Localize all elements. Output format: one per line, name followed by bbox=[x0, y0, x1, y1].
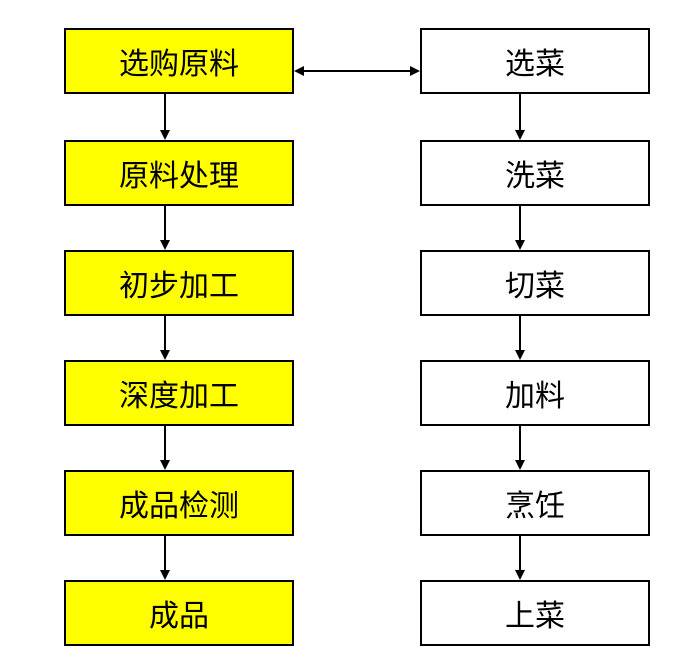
left-step-5: 成品检测 bbox=[64, 470, 294, 536]
left-step-3: 初步加工 bbox=[64, 250, 294, 316]
right-step-2: 洗菜 bbox=[420, 140, 650, 206]
left-step-2: 原料处理 bbox=[64, 140, 294, 206]
right-step-4: 加料 bbox=[420, 360, 650, 426]
right-step-1: 选菜 bbox=[420, 28, 650, 94]
right-step-3: 切菜 bbox=[420, 250, 650, 316]
right-step-5: 烹饪 bbox=[420, 470, 650, 536]
left-step-1: 选购原料 bbox=[64, 28, 294, 94]
left-step-4: 深度加工 bbox=[64, 360, 294, 426]
left-step-6: 成品 bbox=[64, 580, 294, 646]
right-step-6: 上菜 bbox=[420, 580, 650, 646]
